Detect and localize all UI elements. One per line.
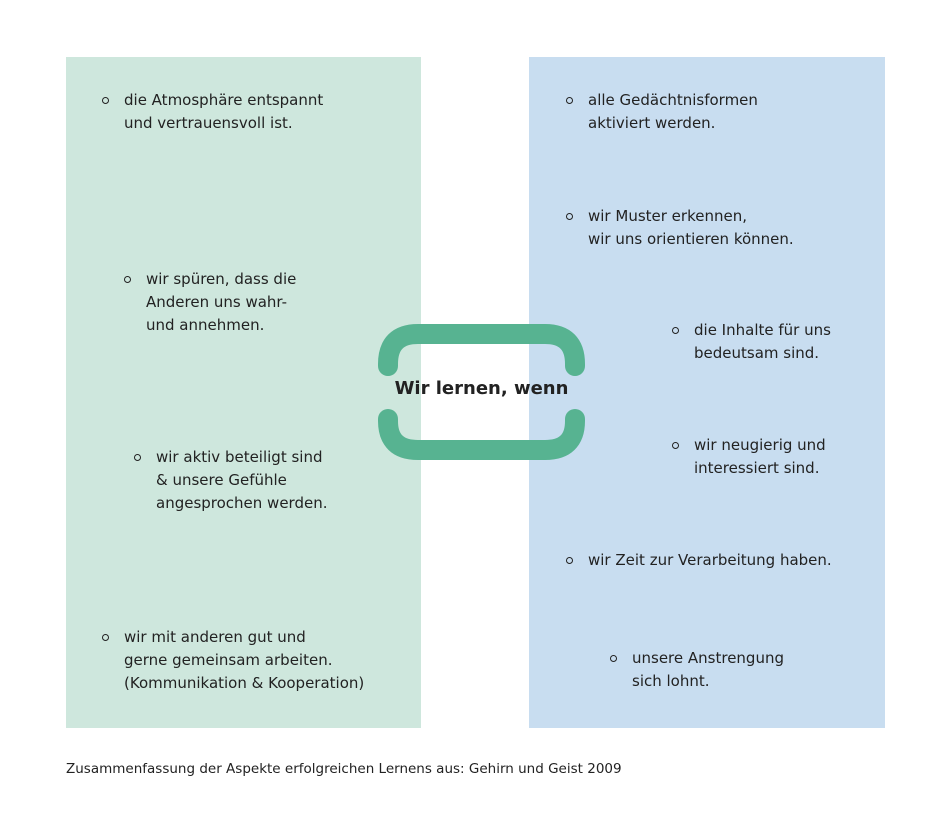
list-item: wir Muster erkennen, wir uns orientieren… xyxy=(566,205,794,251)
list-item: wir Zeit zur Verarbeitung haben. xyxy=(566,549,832,572)
list-item: wir neugierig und interessiert sind. xyxy=(672,434,826,480)
item-text: wir aktiv beteiligt sind & unsere Gefühl… xyxy=(156,448,328,512)
item-text: wir Muster erkennen, wir uns orientieren… xyxy=(588,207,794,248)
bullet-icon xyxy=(672,442,679,449)
bullet-icon xyxy=(566,557,573,564)
list-item: die Atmosphäre entspannt und vertrauensv… xyxy=(102,89,323,135)
bullet-icon xyxy=(672,327,679,334)
bottom-bracket xyxy=(378,409,585,460)
list-item: alle Gedächtnisformen aktiviert werden. xyxy=(566,89,758,135)
center-label: Wir lernen, wenn xyxy=(394,378,569,399)
item-text: alle Gedächtnisformen aktiviert werden. xyxy=(588,91,758,132)
top-bracket xyxy=(378,324,585,376)
bullet-icon xyxy=(566,213,573,220)
right-panel xyxy=(529,57,885,728)
bullet-icon xyxy=(102,634,109,641)
bullet-icon xyxy=(610,655,617,662)
list-item: wir spüren, dass die Anderen uns wahr- u… xyxy=(124,268,296,337)
bullet-icon xyxy=(566,97,573,104)
item-text: wir neugierig und interessiert sind. xyxy=(694,436,826,477)
bullet-icon xyxy=(102,97,109,104)
list-item: die Inhalte für uns bedeutsam sind. xyxy=(672,319,831,365)
item-text: wir spüren, dass die Anderen uns wahr- u… xyxy=(146,270,297,334)
item-text: die Inhalte für uns bedeutsam sind. xyxy=(694,321,831,362)
bullet-icon xyxy=(134,454,141,461)
list-item: wir aktiv beteiligt sind & unsere Gefühl… xyxy=(134,446,327,515)
caption: Zusammenfassung der Aspekte erfolgreiche… xyxy=(66,761,622,777)
item-text: wir mit anderen gut und gerne gemeinsam … xyxy=(124,628,365,692)
item-text: wir Zeit zur Verarbeitung haben. xyxy=(588,551,832,569)
left-panel xyxy=(66,57,421,728)
item-text: unsere Anstrengung sich lohnt. xyxy=(632,649,784,690)
list-item: unsere Anstrengung sich lohnt. xyxy=(610,647,784,693)
item-text: die Atmosphäre entspannt und vertrauensv… xyxy=(124,91,324,132)
bullet-icon xyxy=(124,276,131,283)
list-item: wir mit anderen gut und gerne gemeinsam … xyxy=(102,626,364,695)
